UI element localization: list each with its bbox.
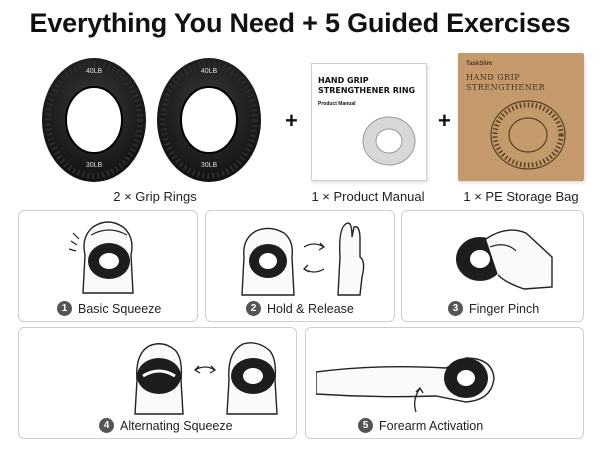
finger-pinch-icon <box>456 229 553 290</box>
bag-title-line2: STRENGTHENER <box>466 83 546 92</box>
exercise-label: Forearm Activation <box>379 418 484 433</box>
manual-caption: 1 × Product Manual <box>311 189 425 204</box>
plus-symbol: + <box>438 108 451 133</box>
grip-ring-icon <box>42 58 146 182</box>
product-manual: HAND GRIP STRENGTHENER RING Product Manu… <box>311 63 427 181</box>
exercise-card-5: 5 Forearm Activation <box>305 327 584 439</box>
manual-subtitle: Product Manual <box>318 101 356 107</box>
exercise-step: 3 Finger Pinch <box>448 301 539 316</box>
hand-squeeze-icon <box>68 221 134 294</box>
step-number-badge: 4 <box>99 418 114 433</box>
ring-top-label: 40LB <box>200 68 218 75</box>
storage-bag: TaskSlim HAND GRIP STRENGTHENER <box>458 53 584 181</box>
plus-symbol: + <box>285 108 298 133</box>
ring-illustration-icon <box>362 116 416 166</box>
alternating-squeeze-icon <box>134 342 278 415</box>
ring-top-label: 40LB <box>85 68 103 75</box>
exercise-label: Basic Squeeze <box>78 301 162 316</box>
step-number-badge: 1 <box>57 301 72 316</box>
exercise-card-3: 3 Finger Pinch <box>401 210 584 322</box>
manual-title-line1: HAND GRIP <box>318 76 369 85</box>
hold-release-icon <box>241 222 365 296</box>
exercise-label: Finger Pinch <box>469 301 540 316</box>
grip-rings-caption: 2 × Grip Rings <box>113 189 197 204</box>
bag-title-line1: HAND GRIP <box>466 73 521 82</box>
ring-illustration-icon <box>490 100 566 170</box>
exercise-step: 5 Forearm Activation <box>358 418 483 433</box>
exercise-card-4: 4 Alternating Squeeze <box>18 327 297 439</box>
ring-bottom-label: 30LB <box>85 162 103 169</box>
grip-ring-icon <box>157 58 261 182</box>
manual-title-line2: STRENGTHENER RING <box>318 86 416 95</box>
page-title: Everything You Need + 5 Guided Exercises <box>29 8 571 38</box>
bag-caption: 1 × PE Storage Bag <box>463 189 579 204</box>
exercise-step: 1 Basic Squeeze <box>57 301 161 316</box>
bag-brand: TaskSlim <box>466 61 492 67</box>
ring-bottom-label: 30LB <box>200 162 218 169</box>
exercise-label: Hold & Release <box>267 301 354 316</box>
exercise-step: 2 Hold & Release <box>246 301 354 316</box>
exercise-card-1: 1 Basic Squeeze <box>18 210 198 322</box>
exercise-step: 4 Alternating Squeeze <box>99 418 233 433</box>
exercise-card-2: 2 Hold & Release <box>205 210 395 322</box>
grip-ring-2: 40LB 30LB <box>155 56 263 184</box>
grip-ring-1: 40LB 30LB <box>40 56 148 184</box>
exercise-label: Alternating Squeeze <box>120 418 233 433</box>
step-number-badge: 5 <box>358 418 373 433</box>
forearm-activation-icon <box>316 357 495 413</box>
step-number-badge: 2 <box>246 301 261 316</box>
step-number-badge: 3 <box>448 301 463 316</box>
